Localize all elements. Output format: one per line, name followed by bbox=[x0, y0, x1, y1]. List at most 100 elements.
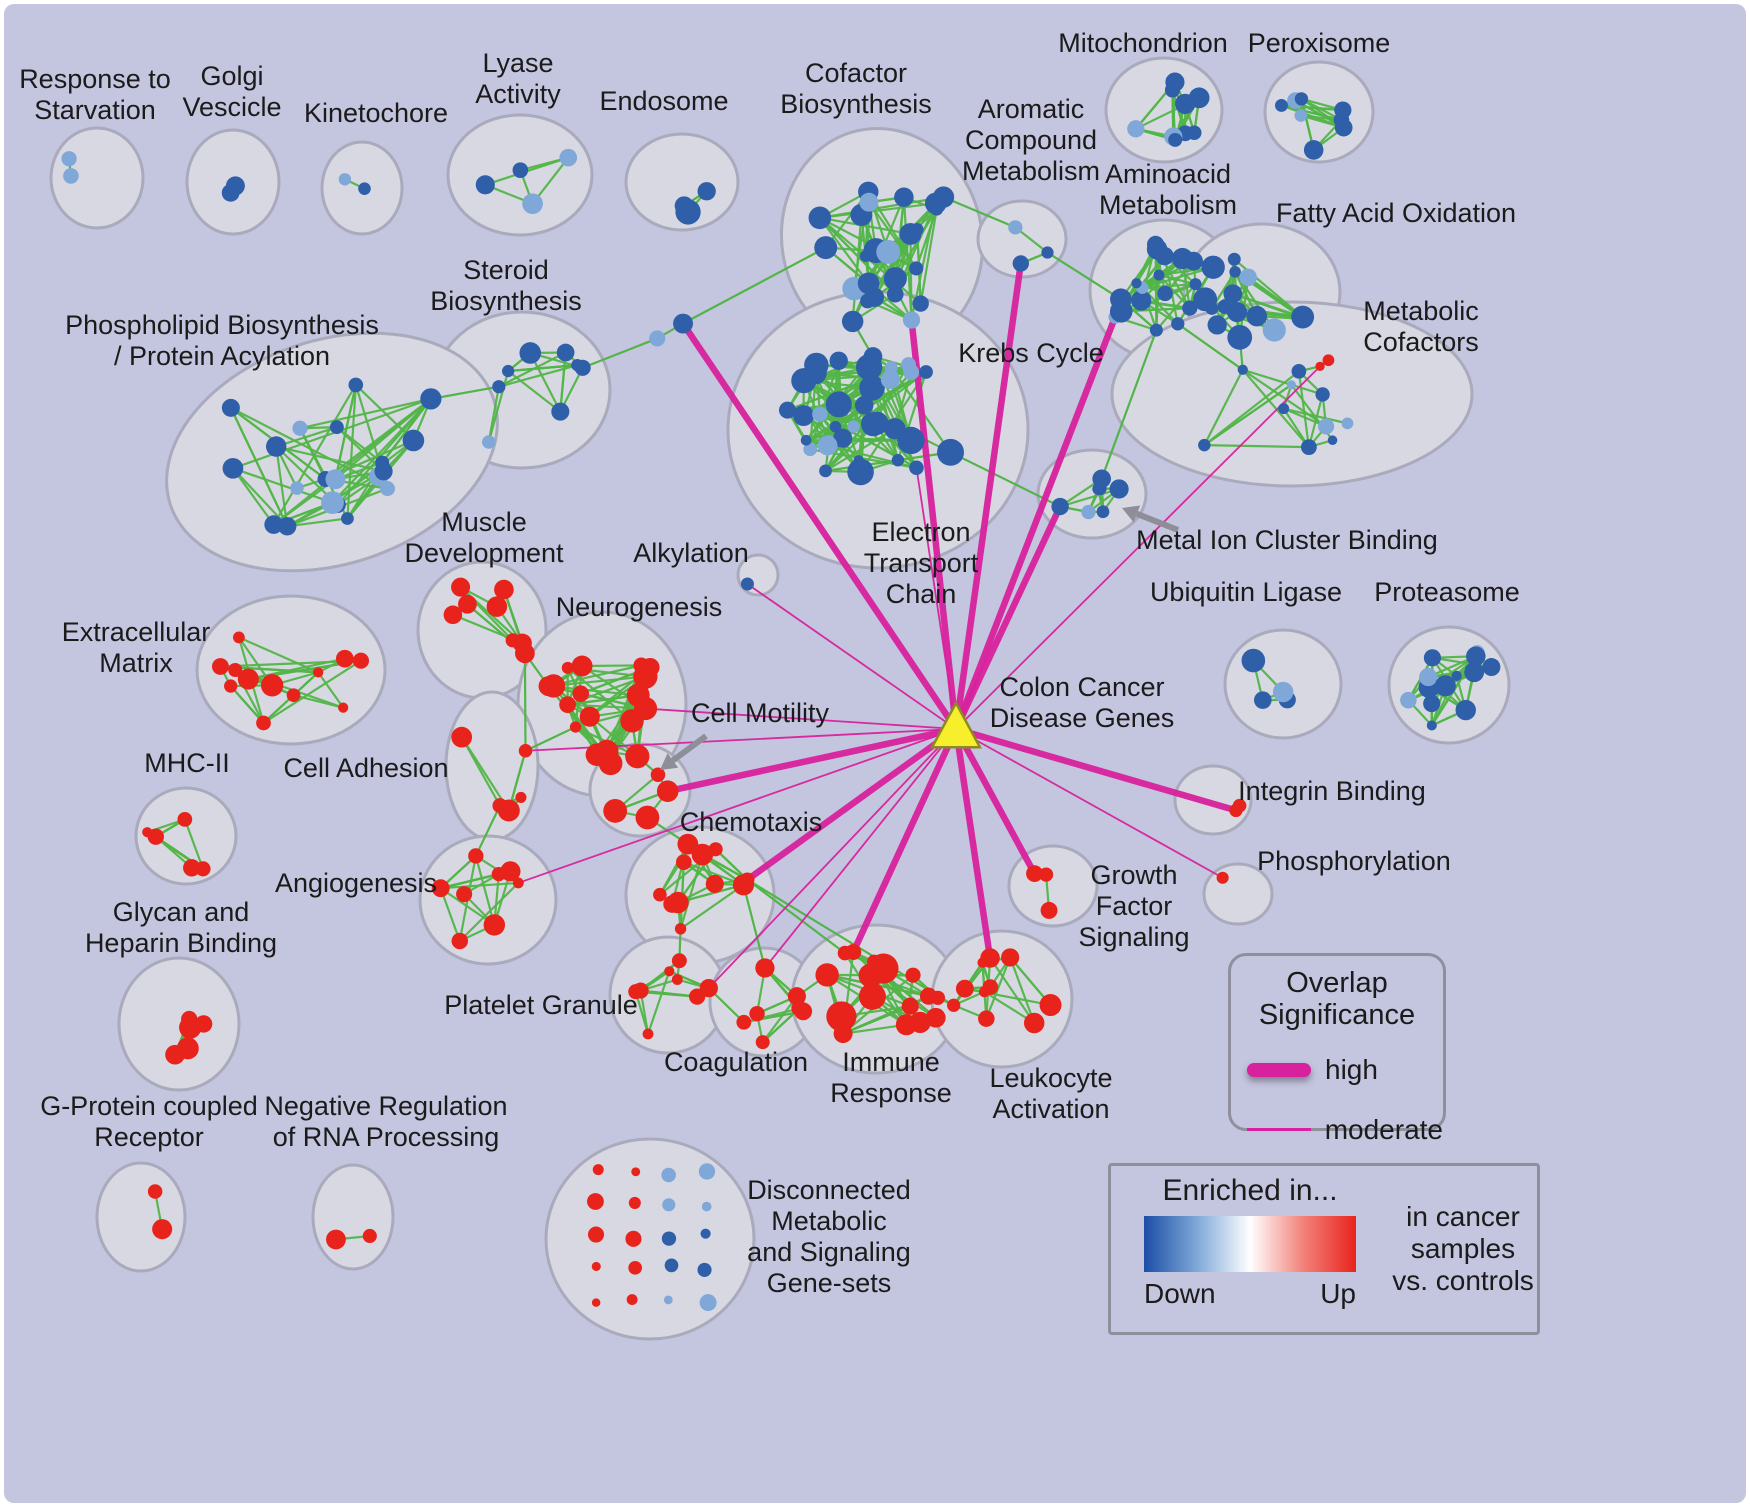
label-cell-adhesion: Cell Adhesion bbox=[283, 753, 448, 783]
inter-cluster-edge bbox=[746, 878, 955, 1007]
gene-set-node bbox=[894, 187, 914, 208]
gene-set-node bbox=[515, 791, 527, 803]
gene-set-node bbox=[755, 958, 775, 978]
gene-set-node bbox=[211, 658, 229, 675]
gene-set-node bbox=[559, 148, 578, 167]
gene-set-node bbox=[1146, 239, 1168, 260]
gene-set-node bbox=[1272, 681, 1294, 703]
gene-set-node bbox=[903, 364, 920, 381]
inter-cluster-edge bbox=[474, 805, 501, 857]
inter-cluster-edge bbox=[523, 653, 527, 751]
gene-set-node bbox=[1278, 403, 1290, 415]
gene-set-node bbox=[1184, 251, 1203, 271]
gene-set-node bbox=[264, 515, 284, 534]
gene-set-node bbox=[880, 369, 901, 390]
gene-set-edge bbox=[381, 398, 432, 464]
gene-set-node bbox=[663, 1295, 673, 1305]
gene-set-edge bbox=[440, 887, 495, 926]
gene-set-edge bbox=[646, 970, 671, 1035]
gene-set-node bbox=[1262, 318, 1286, 342]
gene-set-node bbox=[740, 577, 754, 591]
label-mitochondrion: Mitochondrion bbox=[1058, 28, 1228, 58]
gene-set-node bbox=[1039, 994, 1062, 1017]
cluster-ellipse-mhc-ii bbox=[134, 786, 238, 886]
gene-set-node bbox=[1294, 92, 1309, 106]
inter-cluster-edge bbox=[943, 196, 1016, 229]
gene-set-node bbox=[1315, 361, 1325, 371]
gene-set-node bbox=[919, 365, 933, 379]
gene-set-node bbox=[1168, 132, 1183, 147]
gene-set-node bbox=[1275, 98, 1288, 112]
gene-set-node bbox=[1451, 670, 1462, 681]
gene-set-node bbox=[374, 462, 393, 481]
gene-set-node bbox=[626, 1294, 638, 1306]
overlap-edge-integrin-binding-high bbox=[955, 725, 1237, 814]
cluster-ellipse-metal-ion bbox=[1036, 448, 1148, 540]
gene-set-node bbox=[860, 293, 875, 309]
gene-set-node bbox=[854, 395, 874, 415]
gene-set-node bbox=[930, 990, 946, 1005]
gene-set-node bbox=[656, 780, 679, 802]
gene-set-node bbox=[1157, 285, 1173, 302]
gene-set-node bbox=[358, 182, 371, 195]
label-ubiquitin-ligase: Ubiquitin Ligase bbox=[1150, 577, 1342, 607]
gene-set-node bbox=[662, 1198, 676, 1212]
gene-set-node bbox=[1237, 364, 1248, 375]
gene-set-node bbox=[551, 402, 570, 421]
gene-set-node bbox=[512, 877, 524, 889]
label-neurogenesis: Neurogenesis bbox=[556, 592, 723, 622]
gene-set-node bbox=[701, 1201, 712, 1212]
gene-set-node bbox=[671, 974, 683, 985]
gene-set-node bbox=[697, 182, 716, 201]
gene-set-nodes bbox=[61, 72, 1501, 1312]
gene-set-edge bbox=[508, 364, 578, 373]
gene-set-node bbox=[859, 250, 872, 262]
gene-set-node bbox=[675, 854, 692, 871]
gene-set-node bbox=[329, 420, 344, 435]
overlap-edge-alkylation-moderate bbox=[746, 583, 957, 730]
label-cell-motility: Cell Motility bbox=[691, 698, 830, 728]
gene-set-node bbox=[625, 1230, 642, 1247]
gene-set-edge bbox=[183, 818, 205, 870]
gene-set-edge bbox=[1242, 368, 1327, 428]
overlap-edge-coagulation-moderate bbox=[764, 728, 957, 969]
gene-set-node bbox=[1201, 255, 1225, 279]
gene-set-node bbox=[1081, 504, 1096, 520]
gene-set-node bbox=[512, 633, 532, 653]
gene-set-node bbox=[492, 380, 506, 394]
gene-set-node bbox=[451, 932, 469, 950]
gene-set-node bbox=[1023, 1012, 1045, 1034]
gene-set-node bbox=[1207, 315, 1227, 335]
legend-overlap-title: Overlap Significance bbox=[1258, 967, 1416, 1031]
gene-set-node bbox=[1223, 284, 1243, 304]
cluster-ellipse-phospholipid bbox=[165, 331, 499, 573]
gene-set-node bbox=[826, 1001, 857, 1032]
gene-set-edge bbox=[439, 887, 461, 942]
gene-set-node bbox=[1131, 278, 1142, 289]
label-coagulation: Coagulation bbox=[664, 1047, 808, 1077]
gene-set-node bbox=[635, 805, 660, 830]
gene-set-node bbox=[633, 664, 658, 689]
gene-set-edge bbox=[275, 426, 338, 448]
gene-set-node bbox=[571, 655, 593, 677]
gene-set-node bbox=[541, 674, 566, 698]
gene-set-node bbox=[1026, 865, 1043, 883]
gene-set-node bbox=[181, 1010, 198, 1028]
gene-set-node bbox=[883, 267, 907, 291]
label-peroxisome: Peroxisome bbox=[1248, 28, 1391, 58]
gene-set-node bbox=[661, 1231, 677, 1246]
gene-set-node bbox=[222, 457, 244, 479]
gene-set-node bbox=[833, 428, 853, 448]
gene-set-node bbox=[649, 330, 666, 347]
overlap-edge-aminoacid-metabolism-high bbox=[952, 315, 1119, 731]
gene-set-node bbox=[626, 683, 650, 707]
gene-set-node bbox=[1464, 662, 1485, 683]
gene-set-edge bbox=[230, 406, 389, 490]
gene-set-node bbox=[980, 948, 1000, 968]
gene-set-node bbox=[902, 311, 921, 329]
gene-set-node bbox=[1246, 305, 1268, 327]
cluster-ellipse-integrin-binding bbox=[1173, 764, 1253, 836]
